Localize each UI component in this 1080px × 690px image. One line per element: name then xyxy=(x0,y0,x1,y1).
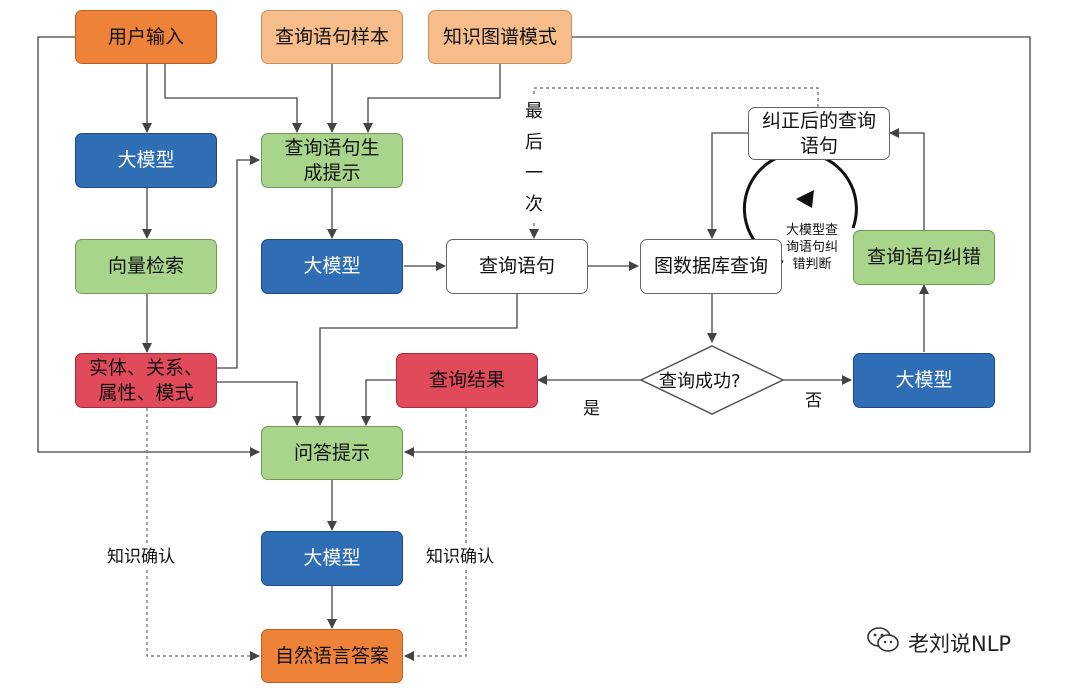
watermark-text: 老刘说NLP xyxy=(908,631,1012,656)
graph-db-query-label: 图数据库查询 xyxy=(653,255,768,277)
entities-label: 实体、关系、属性、模式 xyxy=(88,356,203,404)
corrected-query-label: 纠正后的查询语句 xyxy=(761,109,876,157)
qa-prompt-node: 问答提示 xyxy=(261,426,403,480)
knowledge-confirm-left-label: 知识确认 xyxy=(105,545,177,569)
query-statement-label: 查询语句 xyxy=(478,255,555,277)
query-correction-node: 查询语句纠错 xyxy=(853,230,995,285)
llm-3-label: 大模型 xyxy=(895,369,953,391)
llm-node-3: 大模型 xyxy=(853,353,995,408)
user-input-label: 用户输入 xyxy=(107,25,184,48)
query-gen-prompt-label: 查询语句生成提示 xyxy=(284,136,380,184)
decision-diamond-shape xyxy=(639,345,785,415)
no-label: 否 xyxy=(805,391,822,411)
llm-2-label: 大模型 xyxy=(303,255,361,277)
llm-1-label: 大模型 xyxy=(117,149,175,171)
last-time-label: 最后一次 xyxy=(523,96,545,220)
query-result-node: 查询结果 xyxy=(396,353,538,408)
graph-db-query-node: 图数据库查询 xyxy=(640,239,782,294)
user-input-node: 用户输入 xyxy=(75,10,217,64)
entities-node: 实体、关系、属性、模式 xyxy=(75,353,217,408)
llm-node-1: 大模型 xyxy=(75,133,217,188)
knowledge-confirm-right-label: 知识确认 xyxy=(424,545,496,569)
query-result-label: 查询结果 xyxy=(428,369,505,391)
nl-answer-node: 自然语言答案 xyxy=(261,629,403,683)
vector-search-label: 向量检索 xyxy=(107,255,184,277)
nl-answer-label: 自然语言答案 xyxy=(274,644,389,667)
query-gen-prompt-node: 查询语句生成提示 xyxy=(261,133,403,188)
vector-search-node: 向量检索 xyxy=(75,239,217,294)
llm-node-2: 大模型 xyxy=(261,239,403,294)
corrected-query-node: 纠正后的查询语句 xyxy=(748,107,890,160)
query-samples-node: 查询语句样本 xyxy=(261,10,403,64)
yes-label: 是 xyxy=(583,399,600,419)
wechat-icon xyxy=(866,626,900,659)
qa-prompt-label: 问答提示 xyxy=(293,441,370,464)
judge-label: 大模型查询语句纠错判断 xyxy=(785,223,838,272)
query-samples-label: 查询语句样本 xyxy=(274,25,389,48)
kg-schema-label: 知识图谱模式 xyxy=(442,25,557,48)
query-correction-label: 查询语句纠错 xyxy=(866,246,981,268)
watermark: 老刘说NLP xyxy=(866,626,1011,659)
kg-schema-node: 知识图谱模式 xyxy=(428,10,572,64)
llm-4-label: 大模型 xyxy=(303,547,361,569)
query-statement-node: 查询语句 xyxy=(446,239,588,294)
query-success-label: 查询成功? xyxy=(659,371,741,392)
llm-node-4: 大模型 xyxy=(261,531,403,586)
